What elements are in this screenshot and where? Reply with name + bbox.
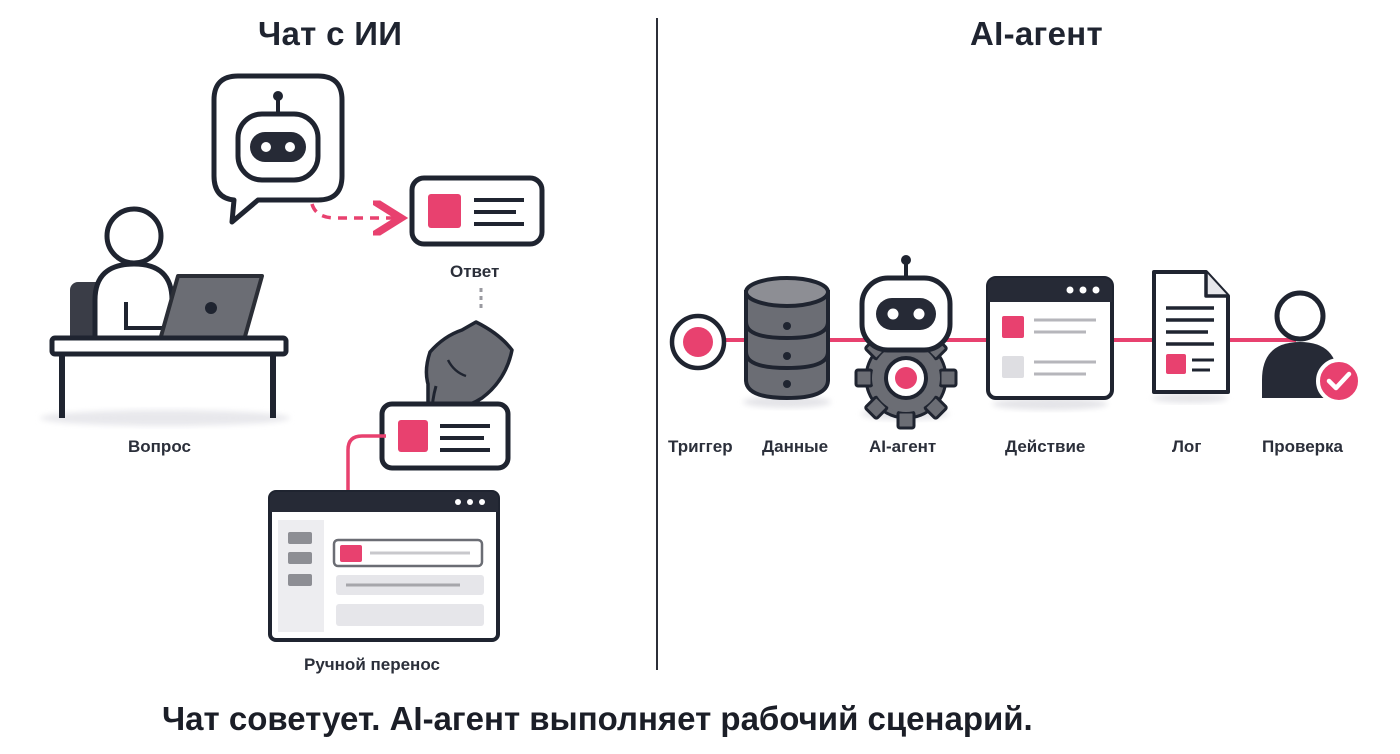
- step-label-data: Данные: [762, 437, 829, 456]
- robot-gear-icon: [854, 255, 958, 430]
- label-question: Вопрос: [128, 437, 191, 456]
- step-label-check: Проверка: [1262, 437, 1344, 456]
- step-label-trigger: Триггер: [668, 437, 733, 456]
- label-manual-transfer: Ручной перенос: [304, 655, 440, 674]
- robot-chat-icon: [211, 73, 345, 225]
- answer-card-icon: [409, 175, 545, 247]
- chat-to-answer-arrow: [310, 204, 394, 218]
- person-laptop-icon: [40, 206, 290, 426]
- trigger-icon: [669, 313, 727, 371]
- user-check-icon: [1262, 290, 1362, 404]
- label-answer: Ответ: [450, 262, 500, 281]
- step-label-agent: AI-агент: [869, 437, 937, 456]
- hand-icon: [424, 320, 514, 415]
- bottom-caption: Чат советует. AI-агент выполняет рабочий…: [162, 700, 1033, 737]
- left-title: Чат с ИИ: [258, 15, 403, 52]
- database-icon: [743, 276, 831, 408]
- right-title: AI-агент: [970, 15, 1103, 52]
- grabbed-card-icon: [379, 401, 511, 471]
- log-document-icon: [1152, 270, 1230, 403]
- step-label-log: Лог: [1172, 437, 1202, 456]
- app-window-icon: [268, 490, 500, 642]
- step-label-action: Действие: [1005, 437, 1086, 456]
- action-window-icon: [986, 276, 1114, 410]
- manual-transfer-arrow: [348, 434, 386, 520]
